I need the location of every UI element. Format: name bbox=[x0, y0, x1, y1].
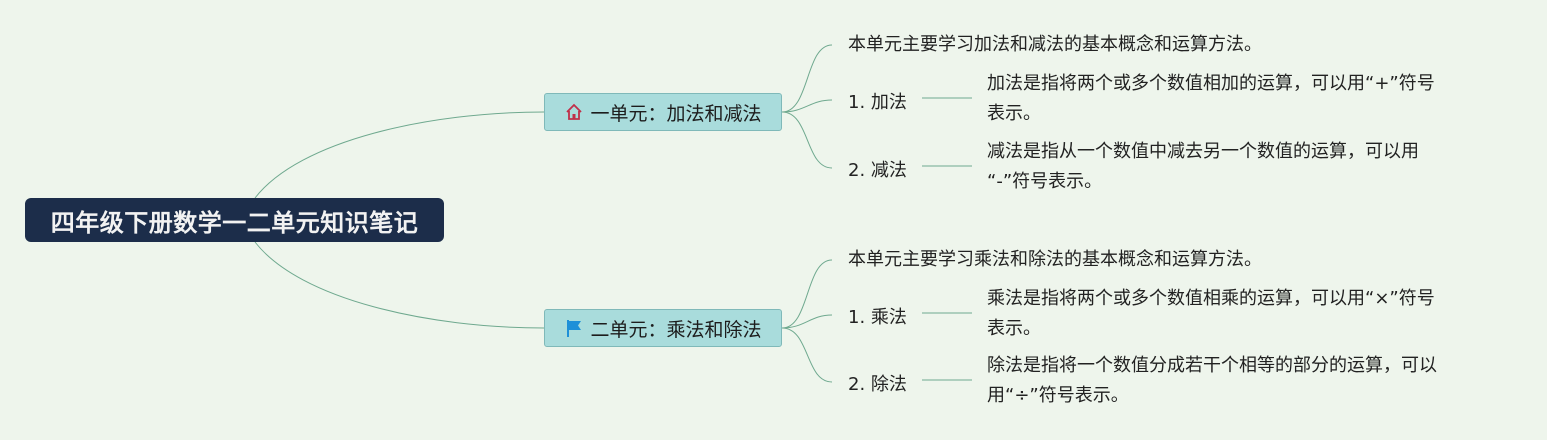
connector-unit2-overview bbox=[781, 259, 833, 329]
unit1-topic1-desc: 加法是指将两个或多个数值相加的运算，可以用“+”符号 表示。 bbox=[987, 73, 1435, 124]
unit2-topic2-label[interactable]: 2. 除法 bbox=[848, 374, 907, 395]
root-topic[interactable]: 四年级下册数学一二单元知识笔记 bbox=[25, 198, 444, 242]
unit1-node[interactable]: 一单元：加法和减法 bbox=[544, 93, 782, 131]
flag-icon bbox=[564, 318, 584, 338]
unit2-topic1-desc: 乘法是指将两个或多个数值相乘的运算，可以用“×”符号 表示。 bbox=[987, 288, 1435, 339]
connector-unit2-topic2 bbox=[781, 327, 833, 383]
connector-root-unit1 bbox=[254, 111, 545, 199]
unit2-title: 二单元：乘法和除法 bbox=[590, 318, 762, 341]
unit1-topic2-label[interactable]: 2. 减法 bbox=[848, 160, 907, 181]
connector-unit1-topic2 bbox=[781, 111, 833, 169]
unit2-topic2-desc: 除法是指将一个数值分成若干个相等的部分的运算，可以 用“÷”符号表示。 bbox=[987, 355, 1437, 406]
unit1-title: 一单元：加法和减法 bbox=[590, 102, 762, 125]
home-icon bbox=[564, 102, 584, 122]
connector-unit1-overview bbox=[781, 44, 833, 113]
unit1-overview: 本单元主要学习加法和减法的基本概念和运算方法。 bbox=[848, 34, 1262, 55]
unit2-overview: 本单元主要学习乘法和除法的基本概念和运算方法。 bbox=[848, 249, 1262, 270]
unit2-node[interactable]: 二单元：乘法和除法 bbox=[544, 309, 782, 347]
root-title: 四年级下册数学一二单元知识笔记 bbox=[50, 208, 419, 237]
connector-unit2-topic1 bbox=[781, 314, 833, 329]
connector-root-unit2 bbox=[254, 241, 545, 329]
connector-unit1-topic1 bbox=[781, 99, 833, 113]
unit1-topic2-desc: 减法是指从一个数值中减去另一个数值的运算，可以用 “-”符号表示。 bbox=[987, 141, 1419, 192]
unit2-topic1-label[interactable]: 1. 乘法 bbox=[848, 307, 907, 328]
unit1-topic1-label[interactable]: 1. 加法 bbox=[848, 92, 907, 113]
